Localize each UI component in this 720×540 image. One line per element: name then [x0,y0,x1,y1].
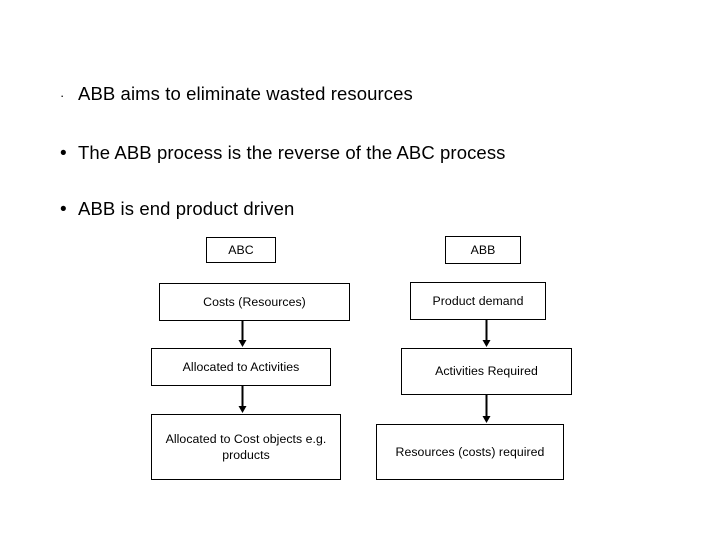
abc-step-2: Allocated to Activities [151,348,331,386]
down-arrow-icon [481,320,492,348]
bullet-dot-icon: • [60,143,67,164]
abb-step-2: Activities Required [401,348,572,395]
down-arrow-icon [237,321,248,348]
abc-column-header: ABC [206,237,276,263]
down-arrow-icon [481,395,492,424]
abc-step-3: Allocated to Cost objects e.g. products [151,414,341,480]
abb-column-header: ABB [445,236,521,264]
bullet-item-3: • ABB is end product driven [60,198,295,220]
abb-step-3: Resources (costs) required [376,424,564,480]
abb-step-1: Product demand [410,282,546,320]
bullet-dot-icon: · [60,88,65,103]
bullet-item-2: • The ABB process is the reverse of the … [60,142,506,164]
bullet-dot-icon: • [60,199,67,220]
bullet-item-1-text: ABB aims to eliminate wasted resources [78,83,413,104]
down-arrow-icon [237,386,248,414]
abc-step-1: Costs (Resources) [159,283,350,321]
bullet-item-1: · ABB aims to eliminate wasted resources [60,83,413,104]
bullet-item-3-text: ABB is end product driven [78,198,295,219]
bullet-item-2-text: The ABB process is the reverse of the AB… [78,142,506,163]
